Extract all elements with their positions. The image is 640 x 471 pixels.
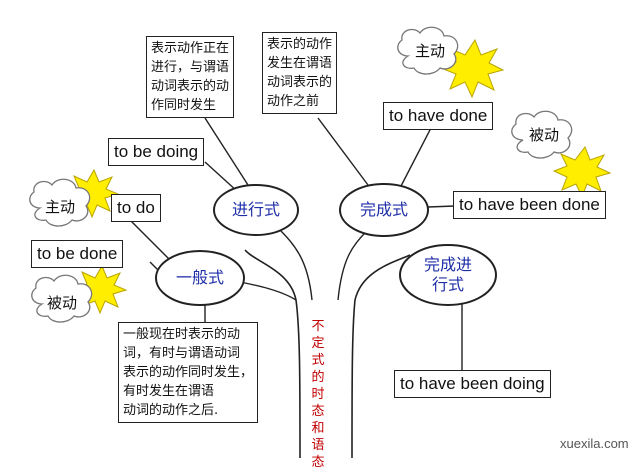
cloud-shape xyxy=(29,178,91,227)
node-label-yiban: 一般式 xyxy=(175,268,224,287)
trunk-left-line xyxy=(244,249,301,458)
oval-yiban xyxy=(155,250,245,306)
oval-wancheng-jinxing xyxy=(399,244,497,306)
cloud-shape xyxy=(31,274,93,323)
trunk-right-line xyxy=(351,254,411,458)
form-to-do: to do xyxy=(111,194,161,222)
voice-label-active: 主动 xyxy=(414,42,445,60)
form-to-be-doing: to be doing xyxy=(108,138,205,166)
connector-wancheng-note xyxy=(317,117,369,186)
connector-jinxing-tobedoing xyxy=(204,161,239,193)
node-label-wancheng: 完成式 xyxy=(359,200,408,219)
cloud-shape xyxy=(397,26,459,75)
form-to-have-been-doing: to have been doing xyxy=(394,370,551,398)
node-label-jinxing: 进行式 xyxy=(231,200,280,219)
form-to-be-done: to be done xyxy=(31,240,124,268)
trunk-label: 不定式的时态和语态 xyxy=(311,319,325,470)
connector-wancheng-tohavebeendone xyxy=(427,205,456,208)
trunk-left-to-yiban xyxy=(239,281,297,301)
connector-yiban-todo xyxy=(127,217,173,263)
note-perfect: 表示的动作 发生在谓语 动词表示的 动作之前 xyxy=(262,32,338,114)
form-to-have-been-done: to have been done xyxy=(453,191,606,219)
voice-label-passive: 被动 xyxy=(528,126,559,144)
note-simple: 一般现在时表示的动 词，有时与谓语动词 表示的动作同时发生， 有时发生在谓语 动… xyxy=(118,322,259,423)
site-watermark: xuexila.com xyxy=(560,436,629,451)
voice-label-active: 主动 xyxy=(44,198,75,216)
note-progressive: 表示动作正在 进行，与谓语 动词表示的动 作同时发生 xyxy=(146,36,235,118)
trunk-inner-right-branch xyxy=(337,229,369,301)
oval-wancheng xyxy=(339,183,429,237)
connector-wancheng-tohavedone xyxy=(399,125,433,189)
connector-jinxing-note xyxy=(204,117,249,186)
node-label-wancheng-jinxing: 完成进 行式 xyxy=(423,255,472,294)
tree-graphic xyxy=(29,26,612,458)
voice-label-passive: 被动 xyxy=(46,294,77,312)
diagram-canvas: 进行式 完成式 一般式 完成进 行式 表示动作正在 进行，与谓语 动词表示的动 … xyxy=(29,26,629,470)
oval-jinxing xyxy=(213,184,299,236)
trunk-inner-left-branch xyxy=(277,227,313,301)
starburst-icon xyxy=(552,145,612,199)
form-to-have-done: to have done xyxy=(383,102,494,130)
cloud-shape xyxy=(511,110,573,159)
